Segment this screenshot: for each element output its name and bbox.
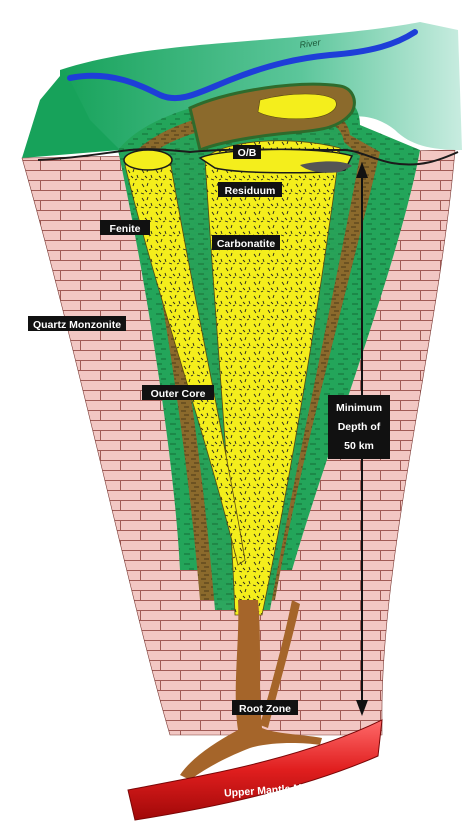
fenite-label-box: Fenite xyxy=(100,220,150,235)
surface-yellow-lens xyxy=(258,94,336,119)
outer-core-label-box: Outer Core xyxy=(142,385,214,400)
carbonatite-label-box: Carbonatite xyxy=(212,235,280,250)
ob-label-box: O/B xyxy=(233,145,261,159)
minimum-depth-line-3: 50 km xyxy=(344,440,374,452)
carbonatite-label: Carbonatite xyxy=(217,238,276,250)
residuum-label-box: Residuum xyxy=(218,182,282,197)
residuum-pod-left xyxy=(124,150,172,170)
root-zone-label: Root Zone xyxy=(239,703,291,715)
fenite-label: Fenite xyxy=(110,223,141,235)
minimum-depth-line-1: Minimum xyxy=(336,402,382,414)
root-zone-label-box: Root Zone xyxy=(232,700,298,715)
ob-label: O/B xyxy=(238,147,257,159)
quartz-monzonite-label-box: Quartz Monzonite xyxy=(28,316,126,331)
quartz-monzonite-label: Quartz Monzonite xyxy=(33,319,121,331)
residuum-label: Residuum xyxy=(225,185,276,197)
outer-core-label: Outer Core xyxy=(151,388,206,400)
minimum-depth-label-box: Minimum Depth of 50 km xyxy=(328,395,390,459)
minimum-depth-line-2: Depth of xyxy=(338,421,381,433)
